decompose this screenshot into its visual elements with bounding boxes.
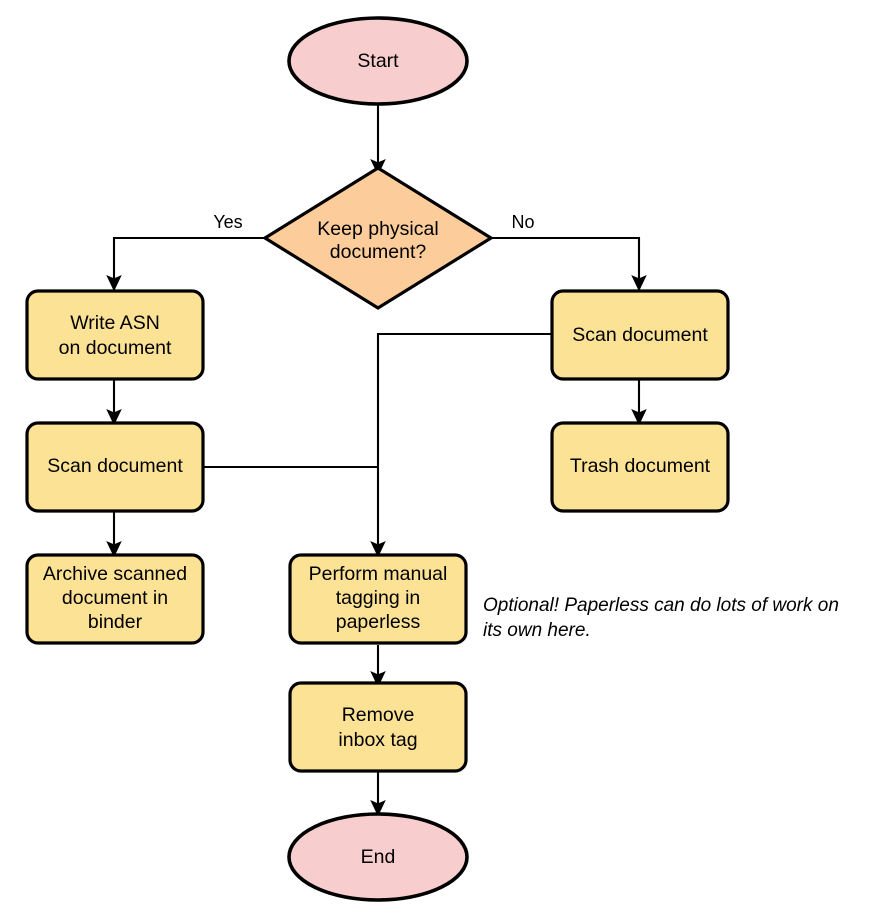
remove-inbox-tag-box <box>288 681 468 773</box>
node-trash-document[interactable]: Trash document <box>550 421 730 513</box>
node-scan-document-right[interactable]: Scan document <box>550 289 730 381</box>
tagging-box <box>288 553 468 645</box>
write-asn-label-line1: Write ASN <box>70 312 160 334</box>
node-start[interactable]: Start <box>287 16 469 106</box>
archive-label-line2: document in <box>62 587 168 609</box>
tagging-label-line3: paperless <box>336 611 421 633</box>
edge-label-yes: Yes <box>213 212 242 232</box>
node-perform-manual-tagging[interactable]: Perform manual tagging in paperless <box>288 553 468 645</box>
tagging-label-line2: tagging in <box>336 587 421 609</box>
note-line2: its own here. <box>483 620 591 641</box>
decision-label-line1: Keep physical <box>317 218 438 240</box>
write-asn-box <box>25 289 205 381</box>
scan-document-left-box <box>25 421 205 513</box>
archive-label-line3: binder <box>88 611 143 633</box>
scan-document-right-box <box>550 289 730 381</box>
node-end[interactable]: End <box>287 812 469 902</box>
node-scan-document-left[interactable]: Scan document <box>25 421 205 513</box>
archive-box <box>25 553 205 645</box>
node-write-asn[interactable]: Write ASN on document <box>25 289 205 381</box>
note-line1: Optional! Paperless can do lots of work … <box>483 595 839 616</box>
scan-document-right-label: Scan document <box>572 324 708 346</box>
edge-label-no: No <box>511 212 534 232</box>
end-label: End <box>361 846 396 868</box>
edge-no-to-scan-right <box>491 236 647 292</box>
edge-yes-to-write-asn <box>106 236 265 292</box>
edge-scan-right-to-tagging <box>370 332 552 558</box>
remove-inbox-label-line1: Remove <box>342 704 415 726</box>
scan-document-left-label: Scan document <box>47 455 183 477</box>
decision-label-line2: document? <box>330 241 427 263</box>
start-label: Start <box>357 50 399 72</box>
trash-document-box <box>550 421 730 513</box>
trash-document-label: Trash document <box>570 455 711 477</box>
node-archive-scanned-document[interactable]: Archive scanned document in binder <box>25 553 205 645</box>
node-remove-inbox-tag[interactable]: Remove inbox tag <box>288 681 468 773</box>
start-ellipse <box>287 16 469 106</box>
tagging-label-line1: Perform manual <box>309 563 448 585</box>
remove-inbox-label-line2: inbox tag <box>338 729 417 751</box>
end-ellipse <box>287 812 469 902</box>
node-decision-keep-physical-document[interactable]: Keep physical document? <box>261 166 495 310</box>
write-asn-label-line2: on document <box>59 337 172 359</box>
decision-diamond <box>261 166 495 310</box>
annotation-note: Optional! Paperless can do lots of work … <box>483 595 839 641</box>
archive-label-line1: Archive scanned <box>43 563 187 585</box>
